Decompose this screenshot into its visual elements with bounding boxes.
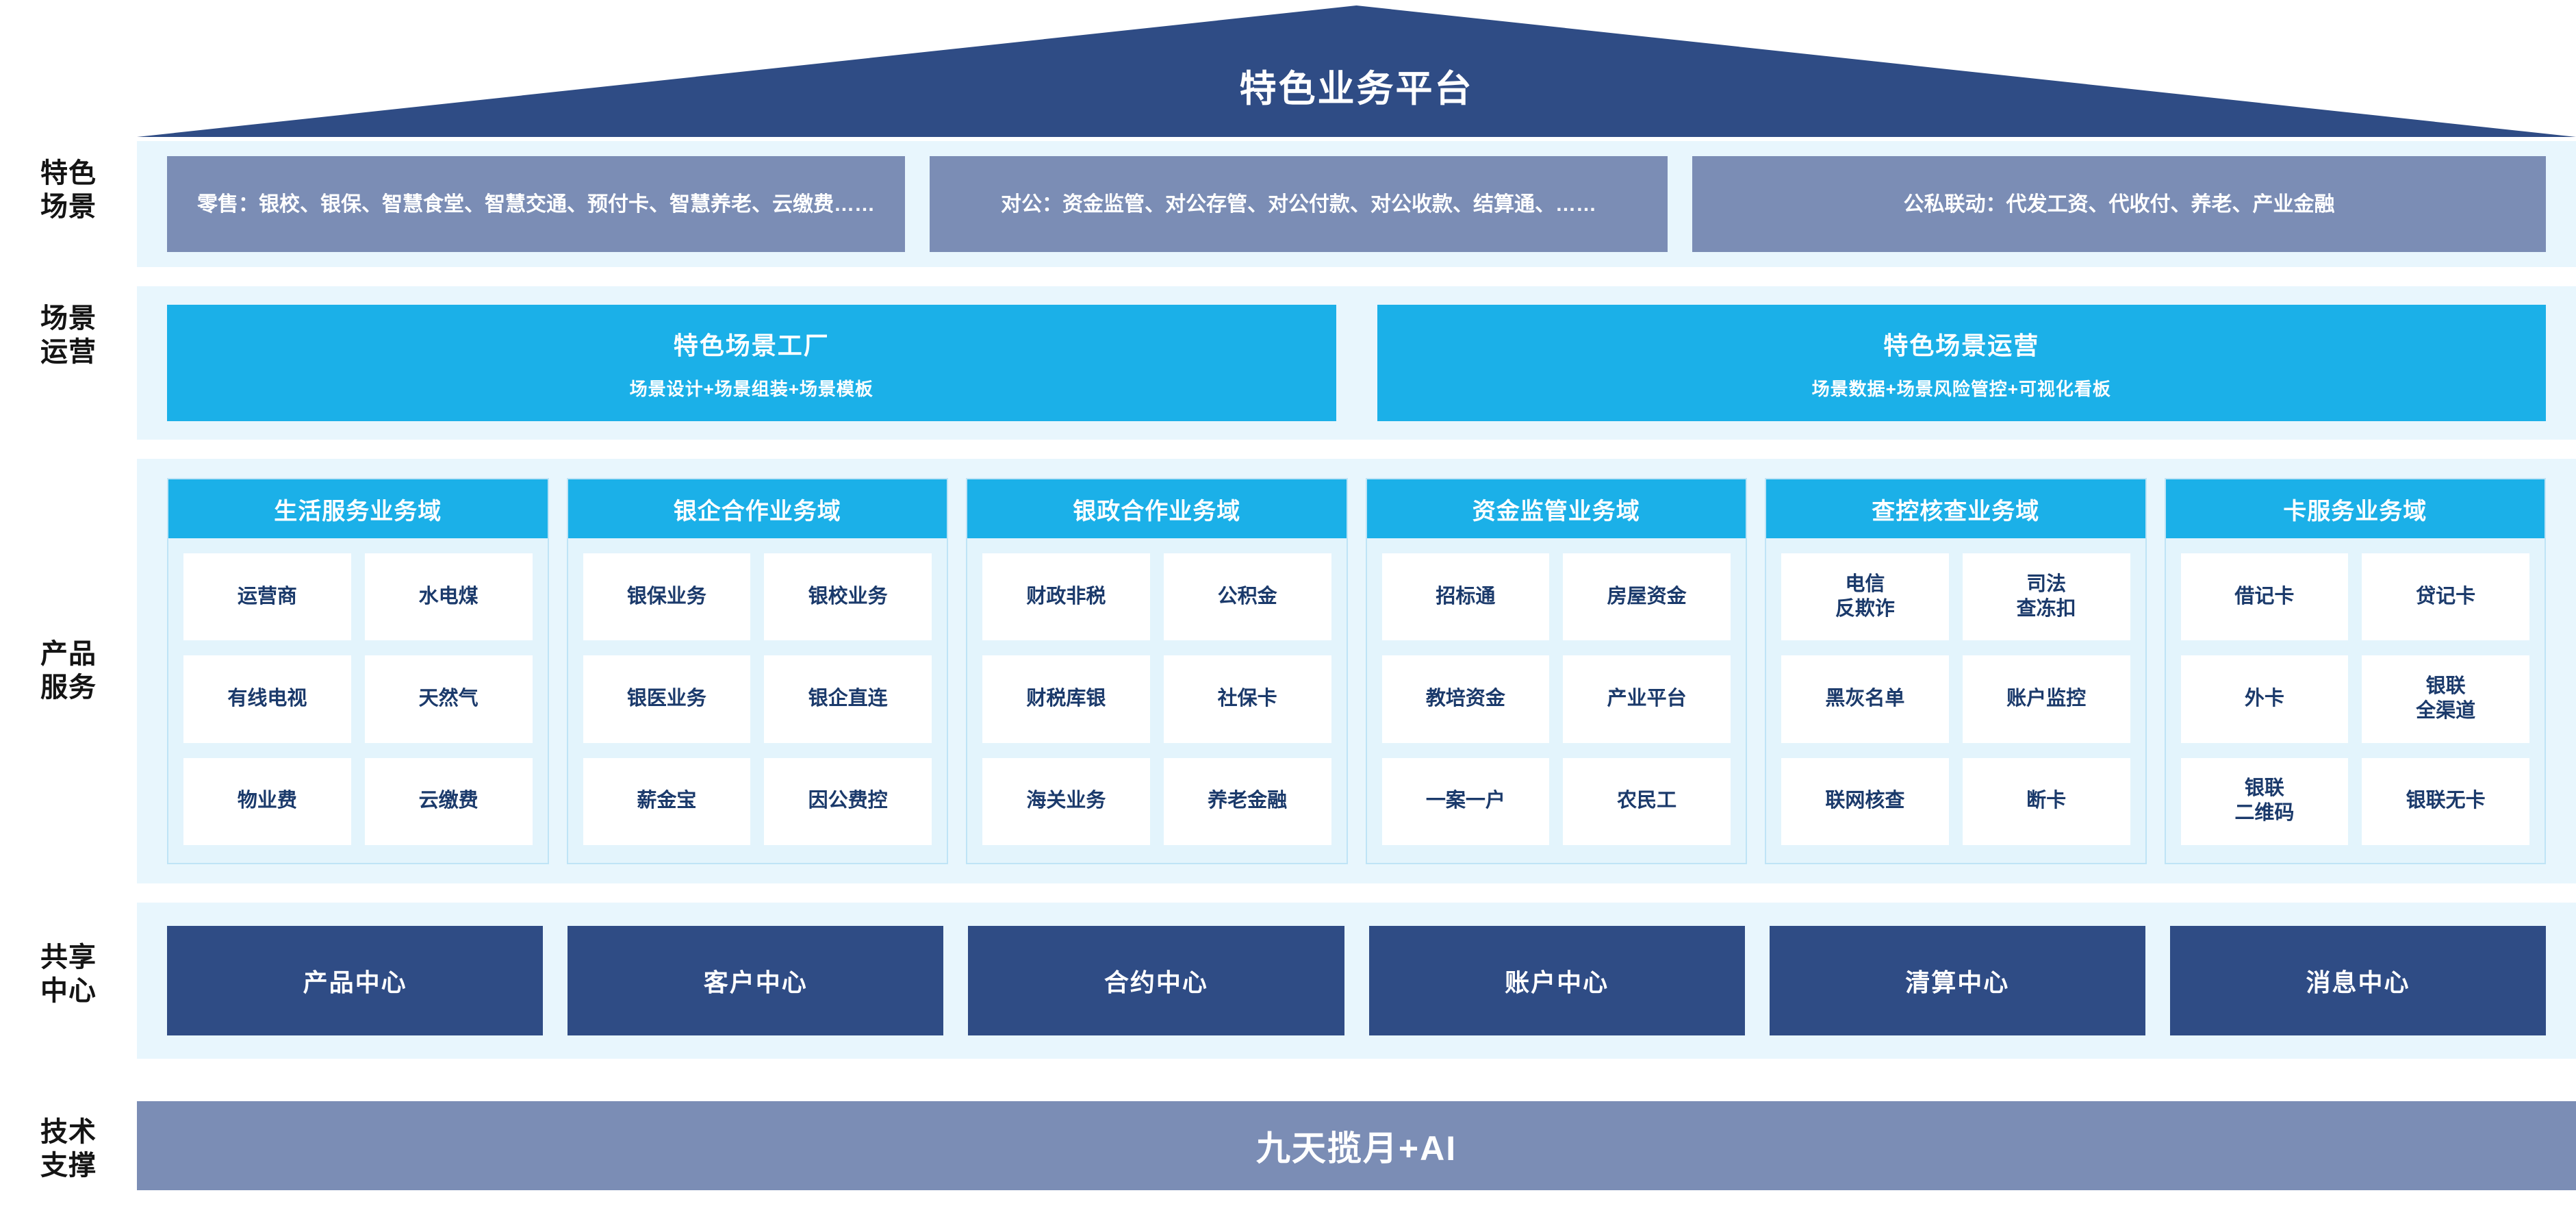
product-cell[interactable]: 联网核查	[1781, 757, 1949, 845]
product-column: 银企合作业务域银保业务银校业务银医业务银企直连薪金宝因公费控	[566, 478, 948, 864]
product-column-header[interactable]: 银企合作业务域	[568, 479, 947, 538]
shared-center-box[interactable]: 合约中心	[968, 926, 1344, 1035]
ops-box-scene-factory[interactable]: 特色场景工厂 场景设计+场景组装+场景模板	[167, 305, 1336, 421]
product-cell[interactable]: 财政非税	[982, 553, 1150, 641]
scene-box-public-private[interactable]: 公私联动：代发工资、代收付、养老、产业金融	[1692, 156, 2546, 252]
product-cell-grid: 电信 反欺诈司法 查冻扣黑灰名单账户监控联网核查断卡	[1766, 538, 2145, 863]
product-cell[interactable]: 社保卡	[1163, 655, 1331, 743]
product-cell[interactable]: 银保业务	[583, 553, 751, 641]
shared-center-box[interactable]: 清算中心	[1769, 926, 2145, 1035]
product-cell[interactable]: 因公费控	[764, 757, 932, 845]
shared-centers-band: 产品中心客户中心合约中心账户中心清算中心消息中心	[137, 903, 2576, 1059]
scene-box-corporate[interactable]: 对公：资金监管、对公存管、对公付款、对公收款、结算通、……	[930, 156, 1668, 252]
row-label-operations: 场景 运营	[0, 286, 137, 385]
product-cell[interactable]: 司法 查冻扣	[1962, 553, 2130, 641]
product-cell[interactable]: 水电煤	[364, 553, 533, 641]
platform-title: 特色业务平台	[1239, 68, 1474, 110]
row-label-scenes-line1: 特色	[40, 158, 97, 189]
product-cell[interactable]: 天然气	[364, 655, 533, 743]
product-cell[interactable]: 养老金融	[1163, 757, 1331, 845]
product-cell[interactable]: 薪金宝	[583, 757, 751, 845]
shared-center-box[interactable]: 产品中心	[167, 926, 544, 1035]
ops-box-scene-operation-subtitle: 场景数据+场景风险管控+可视化看板	[1811, 378, 2111, 399]
product-cell[interactable]: 农民工	[1563, 757, 1731, 845]
product-cell[interactable]: 借记卡	[2180, 553, 2349, 641]
product-cell[interactable]: 教培资金	[1381, 655, 1550, 743]
product-cell[interactable]: 账户监控	[1962, 655, 2130, 743]
product-cell-grid: 银保业务银校业务银医业务银企直连薪金宝因公费控	[568, 538, 947, 863]
product-cell[interactable]: 房屋资金	[1563, 553, 1731, 641]
row-label-scenes-line2: 场景	[40, 192, 97, 222]
scenes-band: 零售：银校、银保、智慧食堂、智慧交通、预付卡、智慧养老、云缴费…… 对公：资金监…	[137, 141, 2576, 267]
product-column: 资金监管业务域招标通房屋资金教培资金产业平台一案一户农民工	[1365, 478, 1747, 864]
ops-box-scene-factory-subtitle: 场景设计+场景组装+场景模板	[629, 378, 873, 399]
product-cell[interactable]: 断卡	[1962, 757, 2130, 845]
product-cell[interactable]: 银联无卡	[2362, 757, 2529, 845]
row-label-shared-centers: 共享 中心	[0, 903, 137, 1046]
row-label-operations-line1: 场景	[40, 303, 97, 334]
operations-band: 特色场景工厂 场景设计+场景组装+场景模板 特色场景运营 场景数据+场景风险管控…	[137, 286, 2576, 440]
product-cell[interactable]: 银企直连	[764, 655, 932, 743]
scene-box-retail[interactable]: 零售：银校、银保、智慧食堂、智慧交通、预付卡、智慧养老、云缴费……	[167, 156, 905, 252]
product-cell[interactable]: 招标通	[1381, 553, 1550, 641]
product-cell[interactable]: 产业平台	[1563, 655, 1731, 743]
product-cell[interactable]: 银校业务	[764, 553, 932, 641]
product-cell[interactable]: 云缴费	[364, 757, 533, 845]
product-column: 卡服务业务域借记卡贷记卡外卡银联 全渠道银联 二维码银联无卡	[2164, 478, 2546, 864]
product-cell[interactable]: 物业费	[183, 757, 351, 845]
row-label-tech-support-line2: 支撑	[40, 1151, 97, 1181]
product-cell[interactable]: 黑灰名单	[1781, 655, 1949, 743]
product-cell[interactable]: 运营商	[183, 553, 351, 641]
product-cell[interactable]: 银联 全渠道	[2362, 655, 2529, 743]
product-cell[interactable]: 公积金	[1163, 553, 1331, 641]
product-cell[interactable]: 海关业务	[982, 757, 1150, 845]
shared-center-box[interactable]: 消息中心	[2169, 926, 2547, 1035]
product-cell[interactable]: 外卡	[2180, 655, 2349, 743]
row-label-products-line1: 产品	[40, 639, 97, 670]
ops-box-scene-operation[interactable]: 特色场景运营 场景数据+场景风险管控+可视化看板	[1377, 305, 2546, 421]
product-column: 银政合作业务域财政非税公积金财税库银社保卡海关业务养老金融	[966, 478, 1348, 864]
product-column-header[interactable]: 资金监管业务域	[1366, 479, 1746, 538]
product-column: 查控核查业务域电信 反欺诈司法 查冻扣黑灰名单账户监控联网核查断卡	[1765, 478, 2147, 864]
product-cell[interactable]: 电信 反欺诈	[1781, 553, 1949, 641]
product-cell-grid: 运营商水电煤有线电视天然气物业费云缴费	[168, 538, 548, 863]
tech-support-bar[interactable]: 九天揽月+AI	[137, 1101, 2576, 1190]
roof-triangle-shape	[137, 5, 2576, 137]
row-label-operations-line2: 运营	[40, 337, 97, 367]
products-band: 生活服务业务域运营商水电煤有线电视天然气物业费云缴费银企合作业务域银保业务银校业…	[137, 459, 2576, 883]
row-label-shared-centers-line1: 共享	[40, 942, 97, 973]
row-label-scenes: 特色 场景	[0, 141, 137, 240]
row-label-tech-support: 技术 支撑	[0, 1101, 137, 1197]
product-column-header[interactable]: 生活服务业务域	[168, 479, 548, 538]
product-cell[interactable]: 一案一户	[1381, 757, 1550, 845]
product-cell[interactable]: 有线电视	[183, 655, 351, 743]
product-cell[interactable]: 贷记卡	[2362, 553, 2529, 641]
product-cell[interactable]: 银医业务	[583, 655, 751, 743]
product-cell-grid: 借记卡贷记卡外卡银联 全渠道银联 二维码银联无卡	[2166, 538, 2545, 863]
ops-box-scene-operation-title: 特色场景运营	[1883, 331, 2040, 360]
row-label-products: 产品 服务	[0, 459, 137, 883]
row-label-shared-centers-line2: 中心	[40, 976, 97, 1006]
product-column-header[interactable]: 银政合作业务域	[967, 479, 1347, 538]
row-label-tech-support-line1: 技术	[40, 1117, 97, 1148]
product-column-header[interactable]: 查控核查业务域	[1766, 479, 2145, 538]
row-label-products-line2: 服务	[40, 672, 97, 703]
ops-box-scene-factory-title: 特色场景工厂	[673, 331, 830, 360]
product-cell[interactable]: 银联 二维码	[2180, 757, 2349, 845]
product-cell-grid: 财政非税公积金财税库银社保卡海关业务养老金融	[967, 538, 1347, 863]
product-column-header[interactable]: 卡服务业务域	[2165, 479, 2545, 538]
product-column: 生活服务业务域运营商水电煤有线电视天然气物业费云缴费	[167, 478, 549, 864]
product-cell-grid: 招标通房屋资金教培资金产业平台一案一户农民工	[1367, 538, 1746, 863]
shared-center-box[interactable]: 账户中心	[1368, 926, 1745, 1035]
product-cell[interactable]: 财税库银	[982, 655, 1150, 743]
shared-center-box[interactable]: 客户中心	[568, 926, 944, 1035]
platform-roof: 特色业务平台	[137, 5, 2576, 137]
